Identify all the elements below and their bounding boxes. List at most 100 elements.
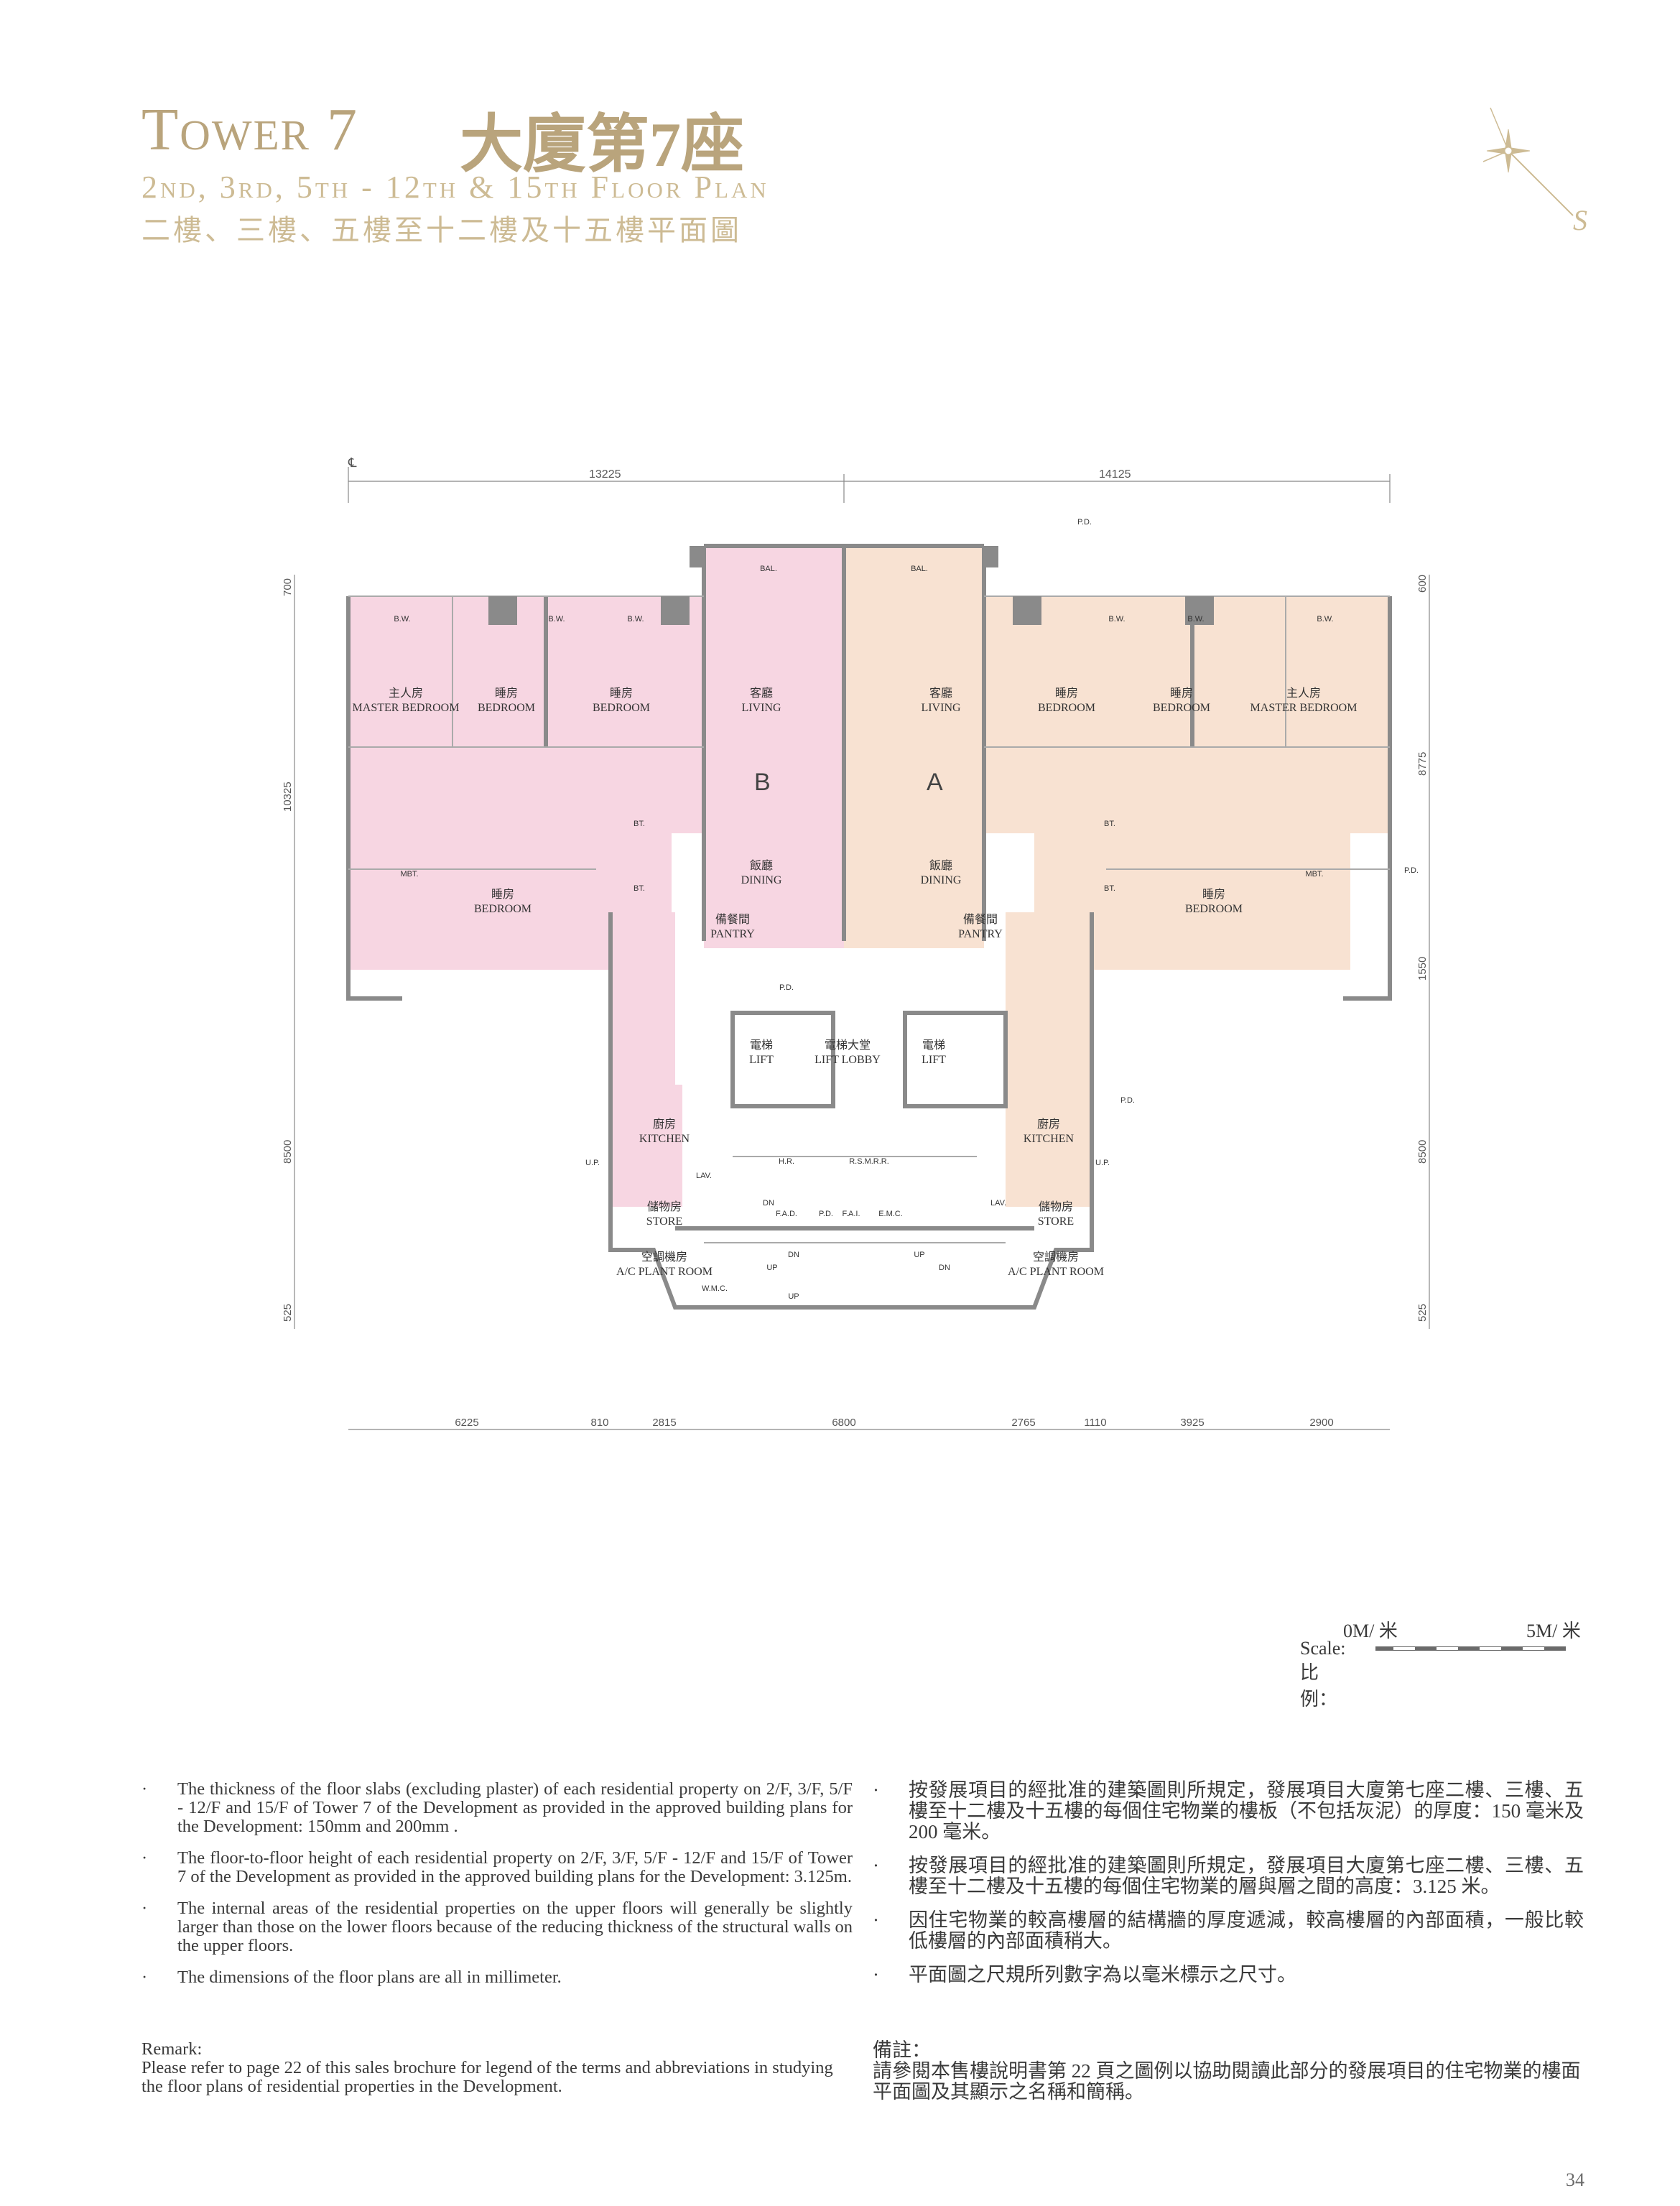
dim-top-left: 13225 <box>589 468 621 481</box>
dim-right: 600 <box>1416 575 1429 593</box>
note-item: 按發展項目的經批准的建築圖則所規定，發展項目大廈第七座二樓、三樓、五樓至十二樓及… <box>873 1780 1584 1843</box>
room-en: BEDROOM <box>1185 903 1243 915</box>
room-zh: 廚房 <box>1037 1117 1060 1131</box>
dim-bottom: 6225 <box>455 1417 478 1429</box>
dim-bottom: 1110 <box>1084 1417 1106 1429</box>
room-en: BEDROOM <box>478 702 535 714</box>
plan-label: P.D. <box>1120 1096 1135 1105</box>
subtitle-zh: 二樓、三樓、五樓至十二樓及十五樓平面圖 <box>141 214 742 246</box>
scale-zero: 0M/ 米 <box>1343 1621 1398 1641</box>
plan-label: BT. <box>634 820 645 828</box>
room-en: LIVING <box>921 702 961 714</box>
note-item: 按發展項目的經批准的建築圖則所規定，發展項目大廈第七座二樓、三樓、五樓至十二樓及… <box>873 1855 1584 1897</box>
room-en: MASTER BEDROOM <box>1250 702 1358 714</box>
room-zh: 睡房 <box>1170 687 1193 700</box>
plan-label: H.R. <box>779 1157 794 1166</box>
plan-label: MBT. <box>400 870 418 879</box>
notes-english: The thickness of the floor slabs (exclud… <box>141 1780 853 2000</box>
room-zh: 備餐間 <box>715 913 750 926</box>
star-logo-icon: S <box>1480 93 1595 241</box>
plan-label: P.D. <box>819 1210 833 1218</box>
dim-right: 1550 <box>1416 957 1429 981</box>
plan-label: P.D. <box>1404 866 1419 875</box>
plan-label: B.W. <box>394 615 410 624</box>
plan-label: B.W. <box>548 615 565 624</box>
scale-bar-graphic <box>1375 1646 1566 1651</box>
dim-bottom: 2900 <box>1309 1417 1333 1429</box>
logo-letter: S <box>1573 204 1587 236</box>
title-en: Tower 7 <box>141 96 358 163</box>
dim-left: 10325 <box>282 782 294 812</box>
unit-a-label: A <box>927 769 943 796</box>
plan-label: F.A.D. <box>776 1210 797 1218</box>
room-zh: 客廳 <box>750 686 773 700</box>
plan-label: DN <box>788 1251 799 1259</box>
room-en: STORE <box>1038 1215 1074 1228</box>
room-en: KITCHEN <box>1024 1133 1075 1145</box>
room-en: BEDROOM <box>1153 702 1210 714</box>
room-zh: 儲物房 <box>647 1200 682 1213</box>
unit-b-label: B <box>754 769 771 796</box>
plan-label: MBT. <box>1305 870 1323 879</box>
note-item: The floor-to-floor height of each reside… <box>141 1849 853 1886</box>
room-zh: 空調機房 <box>1033 1251 1079 1264</box>
dim-top-right: 14125 <box>1099 468 1131 481</box>
plan-label: B.W. <box>1187 615 1204 624</box>
plan-label: BAL. <box>760 565 777 573</box>
remark-title: Remark: <box>141 2039 203 2059</box>
room-zh: 飯廳 <box>929 858 952 872</box>
remark-text: 請參閱本售樓說明書第 22 頁之圖例以協助閱讀此部分的發展項目的住宅物業的樓面平… <box>873 2060 1581 2103</box>
plan-label: F.A.I. <box>842 1210 860 1218</box>
dim-bottom: 810 <box>590 1417 608 1429</box>
plan-label: BT. <box>1104 820 1115 828</box>
plan-label: LAV. <box>990 1199 1006 1208</box>
page-number: 34 <box>1566 2169 1584 2190</box>
note-item: The thickness of the floor slabs (exclud… <box>141 1780 853 1836</box>
room-en: BEDROOM <box>593 702 650 714</box>
room-en: LIVING <box>741 702 781 714</box>
room-en: A/C PLANT ROOM <box>616 1266 713 1278</box>
room-en: LIFT <box>749 1054 774 1066</box>
plan-label: UP <box>766 1264 777 1272</box>
plan-label: BT. <box>1104 884 1115 893</box>
plan-label: LAV. <box>696 1172 712 1180</box>
subtitle-en: 2nd, 3rd, 5th - 12th & 15th Floor Plan <box>141 170 769 205</box>
dim-bottom: 2815 <box>652 1417 676 1429</box>
room-en: DINING <box>921 874 962 886</box>
room-zh: 廚房 <box>653 1117 676 1131</box>
dim-right: 525 <box>1416 1304 1429 1322</box>
unit-a <box>844 546 1390 1207</box>
room-en: BEDROOM <box>474 903 532 915</box>
room-zh: 睡房 <box>1202 888 1225 901</box>
unit-b <box>348 546 844 1207</box>
room-en: DINING <box>741 874 782 886</box>
dim-left: 700 <box>282 578 294 596</box>
remark-english: Remark: Please refer to page 22 of this … <box>141 2040 853 2096</box>
note-item: 平面圖之尺規所列數字為以毫米標示之尺寸。 <box>873 1965 1584 1986</box>
remark-title: 備註： <box>873 2039 931 2061</box>
room-zh: 主人房 <box>1286 687 1321 700</box>
dim-bottom: 2765 <box>1011 1417 1035 1429</box>
floor-plan: ℄ 13225 14125 6225 810 2815 6800 2765 11… <box>273 438 1437 1447</box>
title-zh: 大廈第7座 <box>460 111 745 180</box>
note-item: The dimensions of the floor plans are al… <box>141 1968 853 1988</box>
remark-chinese: 備註： 請參閱本售樓說明書第 22 頁之圖例以協助閱讀此部分的發展項目的住宅物業… <box>873 2040 1584 2103</box>
plan-label: W.M.C. <box>702 1284 728 1293</box>
plan-label: P.D. <box>779 983 794 992</box>
room-zh: 飯廳 <box>750 858 773 872</box>
room-en: MASTER BEDROOM <box>353 702 460 714</box>
room-zh: 主人房 <box>389 687 423 700</box>
room-zh: 睡房 <box>491 888 514 901</box>
dim-bottom: 6800 <box>832 1417 855 1429</box>
room-zh: 電梯 <box>922 1039 945 1052</box>
plan-label: UP <box>788 1292 799 1301</box>
dim-left: 8500 <box>282 1140 294 1164</box>
room-en: LIFT LOBBY <box>815 1054 881 1066</box>
plan-label: U.P. <box>1095 1159 1110 1167</box>
scale-label-en: Scale: <box>1300 1638 1346 1659</box>
room-zh: 電梯大堂 <box>825 1039 871 1052</box>
room-en: LIFT <box>922 1054 946 1066</box>
plan-label: U.P. <box>585 1159 600 1167</box>
remark-text: Please refer to page 22 of this sales br… <box>141 2058 833 2096</box>
plan-label: UP <box>914 1251 924 1259</box>
